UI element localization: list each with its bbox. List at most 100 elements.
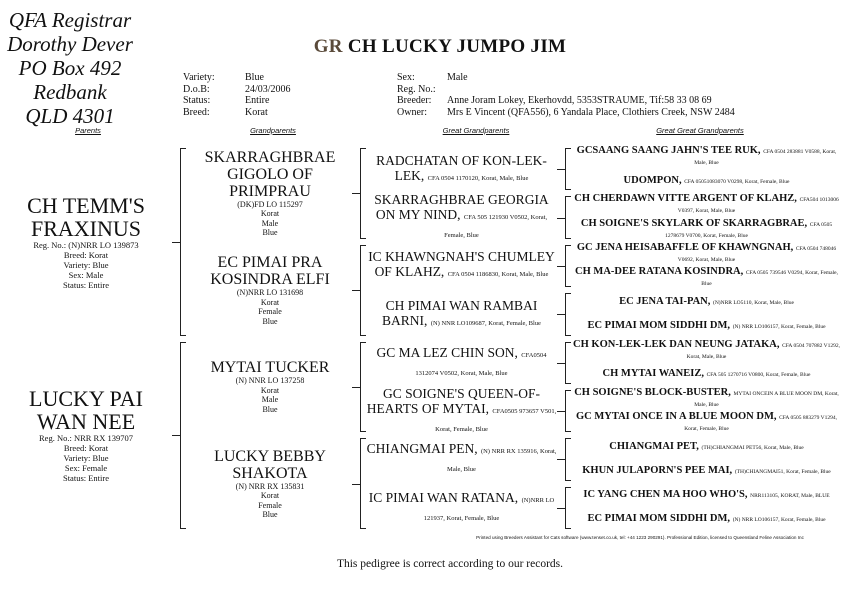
great-grandparent-detail: CFA 0504 1186830, Korat, Male, Blue (447, 271, 549, 279)
grandparent-name: EC PIMAI PRA KOSINDRA ELFI (210, 254, 330, 289)
great-great-grandparent-detail: (N) NRR LO106157, Korat, Female, Blue (732, 323, 826, 330)
great-great-grandparent-entry: KHUN JULAPORN'S PEE MAI, (TH)CHIANGMAI51… (572, 459, 841, 483)
bracket-line (360, 438, 366, 529)
connector-line (557, 507, 565, 509)
parent-name: LUCKY PAI WAN NEE (29, 386, 143, 435)
great-great-grandparent-name: GC MYTAI ONCE IN A BLUE MOON DM, (576, 411, 777, 423)
info-value-reg-no (447, 84, 735, 96)
software-footer-note: Printed using Breeders Assistant for Cat… (476, 535, 804, 540)
parent-detail: Variety: Blue (63, 453, 109, 464)
connector-line (557, 217, 565, 219)
great-great-grandparent-entry: CH KON-LEK-LEK DAN NEUNG JATAKA, CFA 050… (572, 339, 841, 363)
parent-detail: Status: Entire (62, 473, 110, 484)
great-great-grandparent-detail: (TH)CHIANGMAI51, Korat, Female, Blue (734, 469, 831, 476)
bracket-line (565, 148, 571, 191)
bracket-line (360, 148, 366, 239)
column-header-great-grandparents: Great Grandparents (442, 126, 510, 135)
grandparent-entry: EC PIMAI PRA KOSINDRA ELFI(N)NRR LO 1316… (188, 242, 352, 339)
grandparent-detail: Korat (260, 385, 280, 395)
grandparent-detail: Korat (260, 491, 280, 501)
great-great-grandparent-entry: CH SOIGNE'S SKYLARK OF SKARRAGBRAE, CFA … (572, 218, 841, 242)
bracket-line (360, 244, 366, 336)
registrar-line: QLD 4301 (25, 104, 115, 128)
great-great-grandparent-detail: MYTAI ONCEIN A BLUE MOON DM, Korat, Male… (694, 390, 839, 408)
great-grandparent-line: CH PIMAI WAN RAMBAI BARNI, (N) NNR LO109… (366, 298, 557, 331)
great-great-grandparent-line: KHUN JULAPORN'S PEE MAI, (TH)CHIANGMAI51… (582, 465, 831, 477)
parent-detail: Breed: Korat (63, 249, 109, 260)
great-grandparent-line: GC SOIGNE'S QUEEN-OF-HEARTS OF MYTAI, CF… (366, 386, 557, 437)
column-header-great-great-grandparents: Great Great Grandparents (656, 126, 744, 135)
great-great-grandparent-line: CH CHERDAWN VITTE ARGENT OF KLAHZ, CFA50… (572, 194, 841, 216)
great-grandparent-entry: SKARRAGHBRAE GEORGIA ON MY NIND, CFA 505… (366, 192, 557, 243)
grandparent-detail: Blue (262, 510, 278, 520)
connector-line (557, 314, 565, 316)
great-great-grandparent-detail: (N)NRR LO5110, Korat, Male, Blue (713, 299, 794, 306)
great-grandparent-detail: CFA0504 1312074 V0502, Korat, Male, Blue (415, 351, 547, 377)
great-great-grandparent-detail: (N) NRR LO106157, Korat, Female, Blue (732, 517, 826, 524)
grandparent-name: LUCKY BEBBY SHAKOTA (214, 447, 326, 482)
parent-detail: Variety: Blue (63, 259, 109, 270)
great-great-grandparent-line: GCSAANG SAANG JAHN'S TEE RUK, CFA 0504 2… (572, 145, 841, 168)
great-grandparent-detail: CFA 0504 1170120, Korat, Male, Blue (427, 174, 529, 182)
parent-detail: Reg. No.: (N)NRR LO 139873 (33, 239, 139, 250)
grandparent-detail: Blue (262, 316, 278, 326)
great-grandparent-name: SKARRAGHBRAE GEORGIA ON MY NIND, (374, 192, 549, 223)
info-right-values: Male Anne Joram Lokey, Ekerhovdd, 5353ST… (447, 72, 735, 118)
grandparent-detail: Blue (262, 228, 278, 238)
info-label: Breed: (183, 106, 210, 118)
great-great-grandparent-line: GC MYTAI ONCE IN A BLUE MOON DM, CFA 050… (572, 411, 841, 434)
great-great-grandparent-name: GCSAANG SAANG JAHN'S TEE RUK, (576, 145, 761, 157)
great-great-grandparent-detail: CFA 0505 883279 V1294, Korat, Female, Bl… (684, 415, 837, 433)
great-grandparent-line: SKARRAGHBRAE GEORGIA ON MY NIND, CFA 505… (366, 192, 557, 243)
info-label: Variety: (183, 72, 215, 83)
grandparent-detail: Female (258, 307, 282, 317)
info-value-breeder: Anne Joram Lokey, Ekerhovdd, 5353STRAUME… (447, 95, 712, 106)
column-header-parents: Parents (75, 126, 101, 135)
great-great-grandparent-name: IC YANG CHEN MA HOO WHO'S, (583, 489, 748, 501)
title-prefix: GR (313, 36, 343, 57)
great-great-grandparent-line: CH SOIGNE'S BLOCK-BUSTER, MYTAI ONCEIN A… (572, 386, 841, 410)
great-great-grandparent-line: EC PIMAI MOM SIDDHI DM, (N) NRR LO106157… (587, 320, 826, 332)
info-label: D.o.B: (183, 83, 210, 95)
great-great-grandparent-name: KHUN JULAPORN'S PEE MAI, (582, 465, 733, 477)
connector-line (352, 483, 360, 485)
bracket-line (565, 196, 571, 239)
connector-line (557, 265, 565, 267)
bracket-line (360, 341, 366, 433)
great-great-grandparent-entry: CH SOIGNE'S BLOCK-BUSTER, MYTAI ONCEIN A… (572, 387, 841, 411)
great-grandparent-name: RADCHATAN OF KON-LEK-LEK, (376, 152, 547, 183)
grandparent-detail: (N) NRR RX 135831 (235, 481, 305, 491)
registrar-line: QFA Registrar (8, 8, 132, 32)
registrar-address: QFA Registrar Dorothy Dever PO Box 492 R… (0, 8, 140, 128)
grandparent-detail: (DK)FD LO 115297 (237, 199, 303, 209)
info-label: Status: (183, 95, 211, 106)
great-great-grandparent-detail: CFA 0505 1278679 V0700, Korat, Female, B… (665, 221, 833, 239)
info-label: Reg. No.: (397, 83, 436, 95)
great-grandparent-detail: (N)NRR LO 121937, Korat, Female, Blue (423, 496, 555, 522)
info-value-status: Entire (245, 95, 270, 106)
great-great-grandparent-line: EC PIMAI MOM SIDDHI DM, (N) NRR LO106157… (587, 514, 825, 525)
great-great-grandparent-name: CH SOIGNE'S SKYLARK OF SKARRAGBRAE, (580, 217, 808, 229)
grandparent-detail: (N) NNR LO 137258 (235, 376, 305, 386)
great-great-grandparent-name: EC PIMAI MOM SIDDHI DM, (587, 513, 731, 525)
info-label: Breeder: (397, 95, 432, 106)
great-grandparent-entry: GC MA LEZ CHIN SON, CFA0504 1312074 V050… (366, 339, 557, 387)
great-grandparent-name: GC MA LEZ CHIN SON, (376, 344, 518, 360)
connector-line (172, 435, 180, 437)
great-grandparent-entry: CH PIMAI WAN RAMBAI BARNI, (N) NNR LO109… (366, 290, 557, 338)
connector-line (352, 386, 360, 388)
grandparent-detail: Female (258, 500, 282, 510)
great-grandparent-entry: GC SOIGNE'S QUEEN-OF-HEARTS OF MYTAI, CF… (366, 386, 557, 437)
great-great-grandparent-line: GC JENA HEISABAFFLE OF KHAWNGNAH, CFA 05… (572, 242, 841, 265)
great-great-grandparent-line: CHIANGMAI PET, (TH)CHIANGMAI PET56, Kora… (609, 441, 803, 453)
info-left-labels: Variety: D.o.B: Status: Breed: (183, 72, 215, 118)
great-great-grandparent-entry: GC JENA HEISABAFFLE OF KHAWNGNAH, CFA 05… (572, 242, 841, 266)
great-great-grandparent-name: CH SOIGNE'S BLOCK-BUSTER, (574, 386, 731, 398)
great-great-grandparent-entry: CH MYTAI WANEIZ, CFA 505 1270716 V0800, … (572, 363, 841, 387)
great-grandparent-name: CH PIMAI WAN RAMBAI BARNI, (382, 297, 538, 328)
great-great-grandparent-detail: CFA 05051083070 V0298, Korat, Female, Bl… (684, 178, 790, 185)
great-great-grandparent-line: IC YANG CHEN MA HOO WHO'S, NRR113105, KO… (583, 489, 829, 501)
great-grandparent-line: IC PIMAI WAN RATANA, (N)NRR LO 121937, K… (366, 490, 557, 526)
